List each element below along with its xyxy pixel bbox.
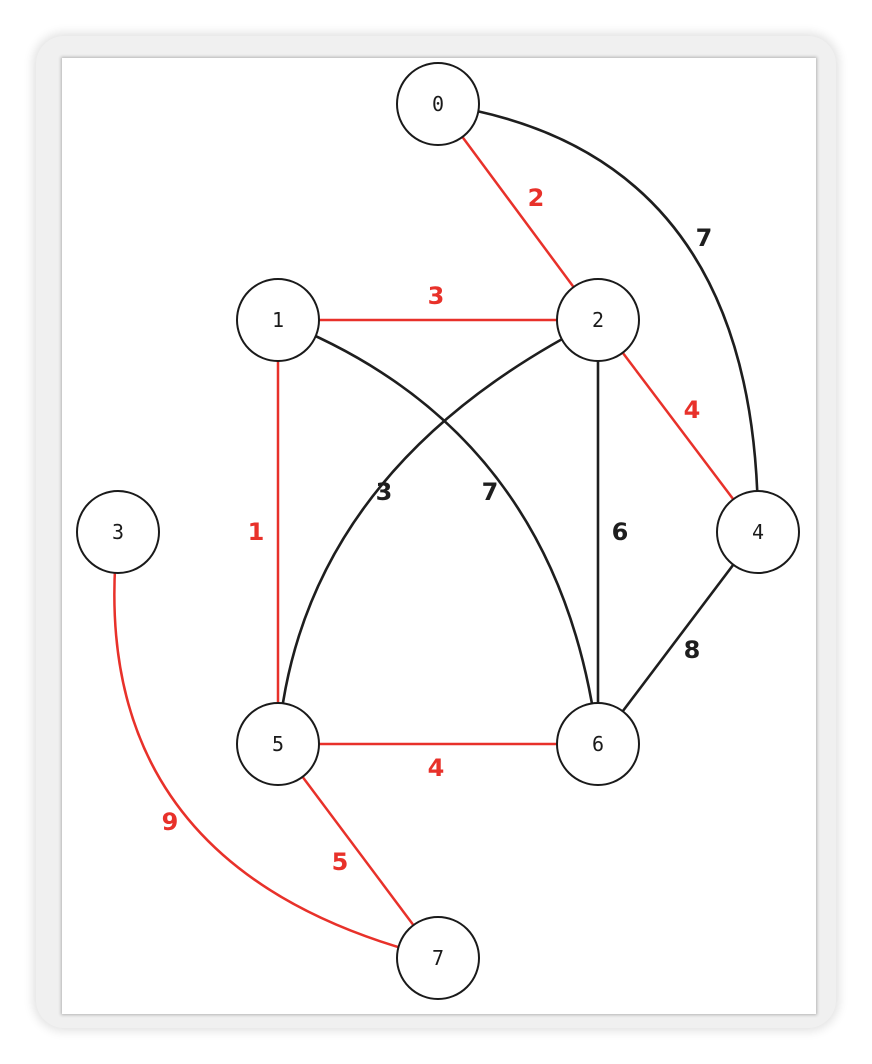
edge-weight-1-6: 7: [482, 478, 499, 506]
node-circle: [396, 916, 480, 1000]
edge-weight-1-5: 1: [248, 518, 265, 546]
node-label: 5: [272, 732, 284, 756]
node-5: 5: [236, 702, 320, 786]
edge-weight-3-7: 9: [162, 808, 179, 836]
edge-2-4: [597, 319, 759, 533]
node-circle: [556, 278, 640, 362]
edge-1-6: [277, 318, 600, 745]
nodes-layer: 0 1 2 3 4 5 6 7: [76, 62, 800, 1000]
node-label: 0: [432, 92, 444, 116]
node-circle: [556, 702, 640, 786]
node-label: 2: [592, 308, 604, 332]
edge-weight-2-4: 4: [684, 396, 701, 424]
diagram-canvas: [62, 58, 816, 1014]
node-circle: [76, 490, 160, 574]
node-circle: [236, 278, 320, 362]
node-label: 7: [432, 946, 444, 970]
node-label: 4: [752, 520, 764, 544]
edge-weight-2-6: 6: [612, 518, 629, 546]
node-6: 6: [556, 702, 640, 786]
edge-weight-2-5: 3: [376, 478, 393, 506]
node-4: 4: [716, 490, 800, 574]
edge-labels-layer: 2 7 3 4 1 3 7 6 8 4 5 9: [162, 184, 713, 876]
edge-0-2: [436, 103, 600, 321]
edge-weight-0-2: 2: [528, 184, 545, 212]
edge-3-7: [113, 531, 439, 960]
node-label: 1: [272, 308, 284, 332]
node-3: 3: [76, 490, 160, 574]
node-7: 7: [396, 916, 480, 1000]
edge-5-7: [276, 743, 440, 959]
edges-layer: [113, 102, 760, 960]
edge-4-6: [596, 531, 760, 745]
node-2: 2: [556, 278, 640, 362]
edge-weight-0-4: 7: [696, 224, 713, 252]
edge-2-5: [276, 318, 599, 745]
node-label: 3: [112, 520, 124, 544]
node-label: 6: [592, 732, 604, 756]
node-circle: [236, 702, 320, 786]
node-1: 1: [236, 278, 320, 362]
node-circle: [396, 62, 480, 146]
edge-weight-5-7: 5: [332, 848, 349, 876]
edge-0-4: [437, 102, 760, 533]
edge-weight-1-2: 3: [428, 282, 445, 310]
edge-weight-5-6: 4: [428, 754, 445, 782]
edge-weight-4-6: 8: [684, 636, 701, 664]
node-0: 0: [396, 62, 480, 146]
node-circle: [716, 490, 800, 574]
